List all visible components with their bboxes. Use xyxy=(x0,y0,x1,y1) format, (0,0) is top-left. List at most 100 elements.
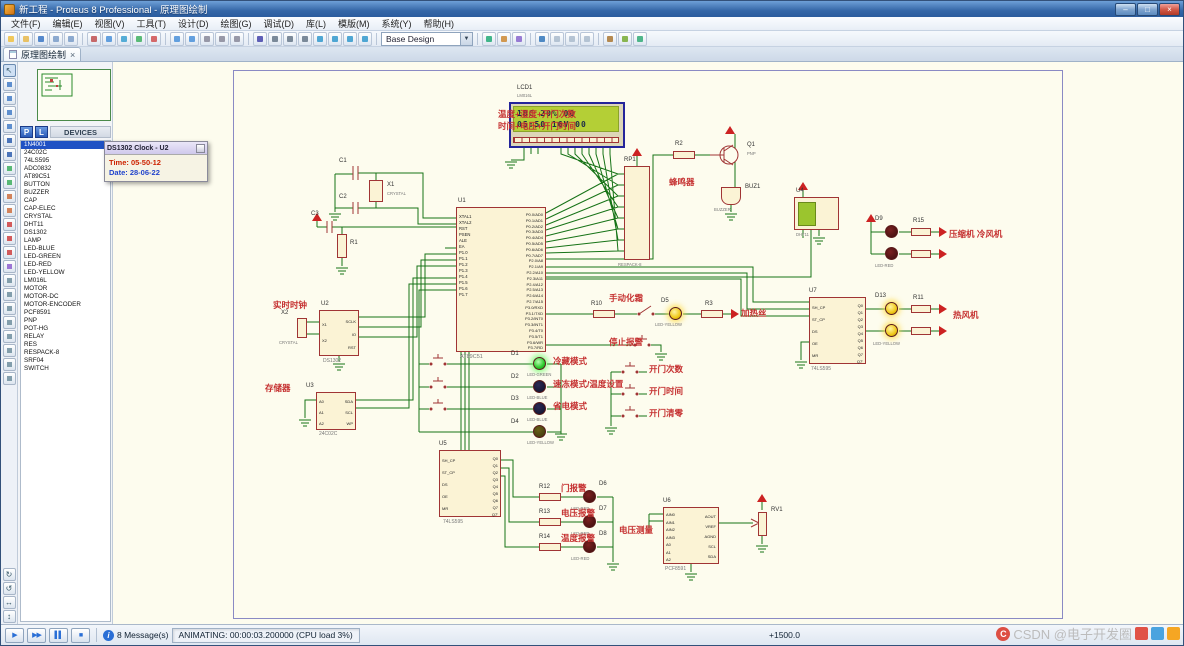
2d-text-icon[interactable] xyxy=(2,344,16,357)
redo-icon[interactable] xyxy=(185,31,199,46)
voltage-probe-mode-icon[interactable] xyxy=(2,232,16,245)
graph-mode-icon[interactable] xyxy=(2,190,16,203)
mode-freeze-button[interactable] xyxy=(425,379,451,395)
device-list-item[interactable]: BUZZER xyxy=(24,189,50,196)
popup-pin-button[interactable] xyxy=(196,143,205,153)
netlist-to-pcb-icon[interactable] xyxy=(633,31,647,46)
generator-mode-icon[interactable] xyxy=(2,218,16,231)
paste-icon[interactable] xyxy=(230,31,244,46)
2d-circle-icon[interactable] xyxy=(2,302,16,315)
menu-item[interactable]: 视图(V) xyxy=(94,19,125,29)
close-button[interactable]: × xyxy=(1159,2,1180,16)
mirror-horizontal-icon[interactable]: ↔ xyxy=(2,596,16,609)
copy-icon[interactable] xyxy=(215,31,229,46)
resistor-r13[interactable] xyxy=(539,518,561,526)
resistor-r11[interactable] xyxy=(911,305,931,313)
resistor-r10[interactable] xyxy=(593,310,615,318)
mode-cold-button[interactable] xyxy=(425,356,451,372)
potentiometer-rv1[interactable] xyxy=(758,512,767,536)
device-list-item[interactable]: 74LS595 xyxy=(24,157,50,164)
minimize-button[interactable]: – xyxy=(1115,2,1136,16)
play-button[interactable]: ▶ xyxy=(5,627,24,643)
menu-item[interactable]: 编辑(E) xyxy=(52,19,83,29)
menu-item[interactable]: 工具(T) xyxy=(136,19,167,29)
resistor-r14[interactable] xyxy=(539,543,561,551)
tab-close-icon[interactable]: × xyxy=(70,49,76,60)
door-count-button[interactable] xyxy=(617,364,643,380)
new-sheet-icon[interactable] xyxy=(550,31,564,46)
subcircuit-mode-icon[interactable] xyxy=(2,148,16,161)
origin-icon[interactable] xyxy=(283,31,297,46)
device-list-item[interactable]: MOTOR xyxy=(24,285,48,292)
export-icon[interactable] xyxy=(64,31,78,46)
2d-line-icon[interactable] xyxy=(2,274,16,287)
current-probe-mode-icon[interactable] xyxy=(2,246,16,259)
crystal-x2[interactable] xyxy=(297,318,307,338)
2d-path-icon[interactable] xyxy=(2,330,16,343)
3d-visualizer-icon[interactable] xyxy=(147,31,161,46)
device-list-item[interactable]: RESPACK-8 xyxy=(24,349,60,356)
defrost-switch[interactable] xyxy=(633,304,659,318)
mirror-vertical-icon[interactable]: ↕ xyxy=(2,610,16,623)
crystal-x1[interactable] xyxy=(369,180,383,202)
device-list-item[interactable]: 1N4001 xyxy=(21,141,110,149)
2d-arc-icon[interactable] xyxy=(2,316,16,329)
virtual-instruments-mode-icon[interactable] xyxy=(2,260,16,273)
overview-minimap[interactable] xyxy=(37,69,111,121)
menu-item[interactable]: 模版(M) xyxy=(338,19,370,29)
respack-rp1[interactable] xyxy=(624,166,650,260)
device-list-item[interactable]: LED-BLUE xyxy=(24,245,55,252)
device-list-item[interactable]: 24C02C xyxy=(24,149,48,156)
close-project-icon[interactable] xyxy=(87,31,101,46)
wire-autorouter-icon[interactable] xyxy=(482,31,496,46)
rotate-anticlockwise-icon[interactable]: ↺ xyxy=(2,582,16,595)
component-mode-icon[interactable] xyxy=(2,78,16,91)
bill-of-materials-icon[interactable] xyxy=(603,31,617,46)
resistor-r17[interactable] xyxy=(911,327,931,335)
tab-schematic[interactable]: 原理图绘制 × xyxy=(3,47,82,61)
home-page-icon[interactable] xyxy=(102,31,116,46)
wire-label-mode-icon[interactable] xyxy=(2,106,16,119)
device-list-item[interactable]: POT-HG xyxy=(24,325,49,332)
device-list-item[interactable]: DS1302 xyxy=(24,229,47,236)
design-selector[interactable]: Base Design ▼ xyxy=(381,31,473,46)
device-list-item[interactable]: LAMP xyxy=(24,237,42,244)
menu-item[interactable]: 绘图(G) xyxy=(220,19,252,29)
device-list-item[interactable]: DHT11 xyxy=(24,221,44,228)
resistor-r15[interactable] xyxy=(911,228,931,236)
menu-item[interactable]: 库(L) xyxy=(306,19,326,29)
cut-icon[interactable] xyxy=(200,31,214,46)
property-assignment-icon[interactable] xyxy=(512,31,526,46)
device-list-item[interactable]: PNP xyxy=(24,317,37,324)
dht11-sensor[interactable] xyxy=(794,197,839,230)
ds1302-popup[interactable]: DS1302 Clock - U2 Time: 05-50-12 Date: 2… xyxy=(104,141,208,182)
device-list-item[interactable]: AT89C51 xyxy=(24,173,51,180)
device-list-item[interactable]: BUTTON xyxy=(24,181,50,188)
pcb-layout-icon[interactable] xyxy=(132,31,146,46)
refresh-display-icon[interactable] xyxy=(253,31,267,46)
door-time-button[interactable] xyxy=(617,386,643,402)
2d-box-icon[interactable] xyxy=(2,288,16,301)
junction-dot-mode-icon[interactable] xyxy=(2,92,16,105)
device-list-item[interactable]: ADC0832 xyxy=(24,165,52,172)
text-script-mode-icon[interactable] xyxy=(2,120,16,133)
zoom-area-icon[interactable] xyxy=(358,31,372,46)
pause-button[interactable]: ▌▌ xyxy=(49,627,68,643)
device-list-item[interactable]: PCF8591 xyxy=(24,309,51,316)
device-list-item[interactable]: RES xyxy=(24,341,37,348)
remove-sheet-icon[interactable] xyxy=(565,31,579,46)
door-clear-button[interactable] xyxy=(617,408,643,424)
terminal-mode-icon[interactable] xyxy=(2,162,16,175)
stop-alarm-button[interactable] xyxy=(629,337,655,353)
resistor-r3[interactable] xyxy=(701,310,723,318)
message-count[interactable]: 8 Message(s) xyxy=(117,630,169,640)
bus-mode-icon[interactable] xyxy=(2,134,16,147)
device-list-item[interactable]: LED-RED xyxy=(24,261,52,268)
device-list-item[interactable]: MOTOR-DC xyxy=(24,293,59,300)
menu-item[interactable]: 设计(D) xyxy=(178,19,209,29)
